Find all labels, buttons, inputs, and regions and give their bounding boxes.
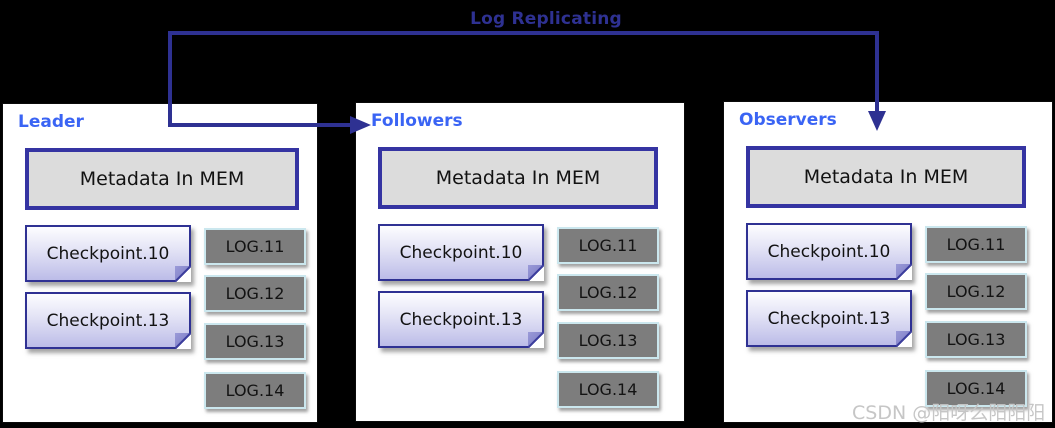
metadata-box: Metadata In MEM	[746, 146, 1026, 208]
arrow-label: Log Replicating	[470, 9, 622, 29]
panel-title-observers: Observers	[739, 110, 837, 130]
panel-title-followers: Followers	[371, 111, 463, 131]
watermark: CSDN @阳呀么阳阳阳	[852, 402, 1046, 424]
checkpoint-note: Checkpoint.13	[25, 292, 191, 349]
log-box: LOG.13	[557, 322, 659, 359]
metadata-box: Metadata In MEM	[378, 147, 658, 209]
log-box: LOG.11	[557, 227, 659, 264]
log-box: LOG.14	[557, 371, 659, 408]
log-box: LOG.11	[204, 228, 306, 265]
log-box: LOG.12	[557, 274, 659, 311]
panel-observers: Observers Metadata In MEM Checkpoint.10 …	[723, 101, 1053, 423]
metadata-box: Metadata In MEM	[25, 148, 299, 210]
log-box: LOG.12	[925, 273, 1027, 310]
log-box: LOG.14	[925, 370, 1027, 407]
checkpoint-note: Checkpoint.10	[25, 225, 191, 282]
checkpoint-note: Checkpoint.13	[378, 291, 544, 348]
panel-leader: Leader Metadata In MEM Checkpoint.10 Che…	[2, 103, 318, 423]
log-box: LOG.12	[204, 275, 306, 312]
checkpoint-note: Checkpoint.10	[378, 224, 544, 281]
panel-title-leader: Leader	[18, 112, 84, 132]
log-box: LOG.11	[925, 226, 1027, 263]
checkpoint-note: Checkpoint.13	[746, 290, 912, 347]
log-box: LOG.13	[204, 323, 306, 360]
checkpoint-note: Checkpoint.10	[746, 223, 912, 280]
log-box: LOG.14	[204, 372, 306, 409]
log-box: LOG.13	[925, 321, 1027, 358]
panel-followers: Followers Metadata In MEM Checkpoint.10 …	[355, 102, 685, 422]
